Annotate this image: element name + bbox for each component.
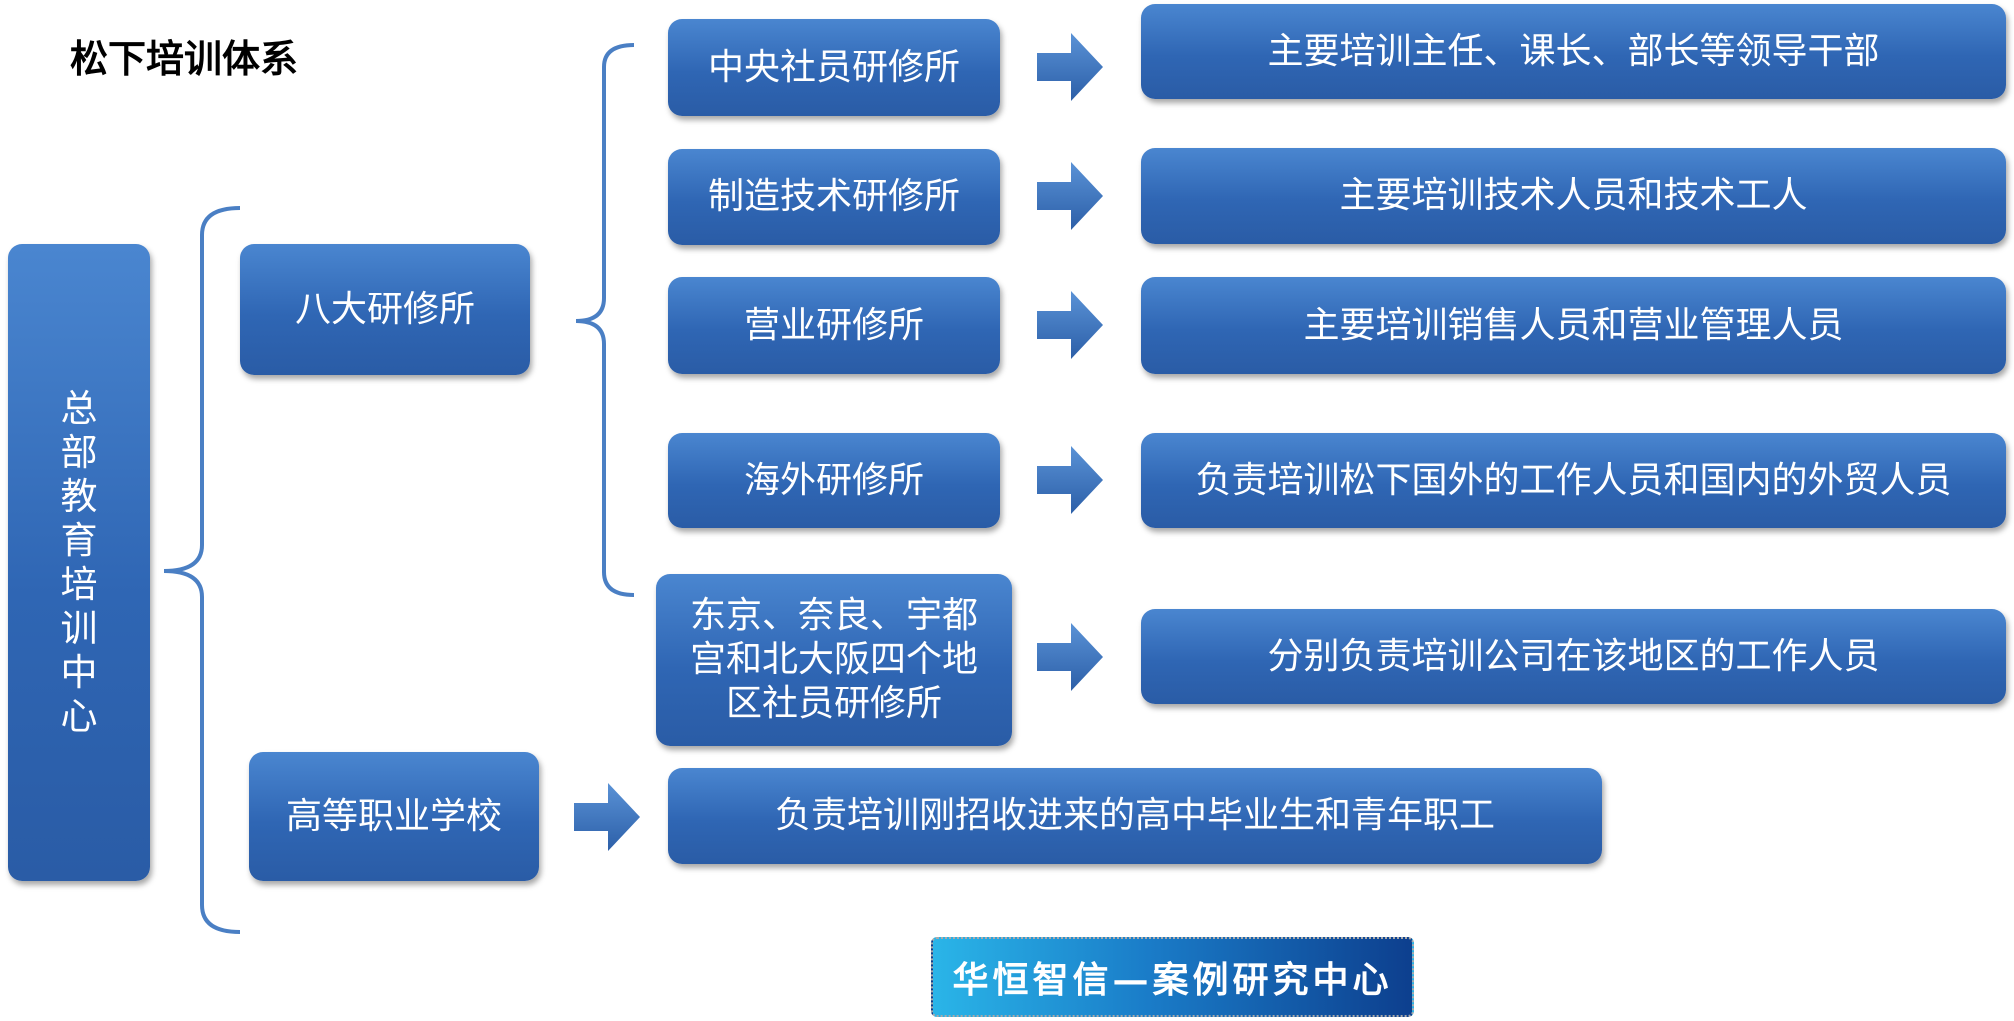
institute-central: 中央社员研修所 bbox=[668, 19, 1000, 116]
desc-overseas: 负责培训松下国外的工作人员和国内的外贸人员 bbox=[1141, 433, 2006, 528]
branch-vocational-school: 高等职业学校 bbox=[249, 752, 539, 881]
desc-vocational-school: 负责培训刚招收进来的高中毕业生和青年职工 bbox=[668, 768, 1602, 864]
branch-eight-institutes: 八大研修所 bbox=[240, 244, 530, 375]
arrow-right-icon bbox=[1037, 162, 1103, 230]
arrow-right-icon bbox=[574, 783, 640, 851]
institute-overseas: 海外研修所 bbox=[668, 433, 1000, 528]
arrow-right-icon bbox=[1037, 291, 1103, 359]
root-char: 培 bbox=[60, 562, 98, 606]
root-node-hq-training-center: 总 部 教 育 培 训 中 心 bbox=[8, 244, 150, 881]
arrow-right-icon bbox=[1037, 446, 1103, 514]
desc-regional: 分别负责培训公司在该地区的工作人员 bbox=[1141, 609, 2006, 704]
root-char: 育 bbox=[60, 518, 98, 562]
institute-regional: 东京、奈良、宇都宫和北大阪四个地区社员研修所 bbox=[656, 574, 1012, 746]
root-char: 心 bbox=[60, 694, 98, 738]
desc-sales: 主要培训销售人员和营业管理人员 bbox=[1141, 277, 2006, 374]
page-title: 松下培训体系 bbox=[70, 37, 299, 81]
root-char: 部 bbox=[60, 430, 98, 474]
footer-logo: 华恒智信—案例研究中心 bbox=[931, 937, 1414, 1017]
root-char: 中 bbox=[60, 650, 98, 694]
bracket-root bbox=[163, 206, 241, 934]
root-char: 总 bbox=[60, 386, 98, 430]
root-char: 教 bbox=[60, 474, 98, 518]
institute-sales: 营业研修所 bbox=[668, 277, 1000, 374]
desc-central: 主要培训主任、课长、部长等领导干部 bbox=[1141, 4, 2006, 99]
institute-manufacturing: 制造技术研修所 bbox=[668, 149, 1000, 245]
root-char: 训 bbox=[60, 606, 98, 650]
desc-manufacturing: 主要培训技术人员和技术工人 bbox=[1141, 148, 2006, 244]
arrow-right-icon bbox=[1037, 623, 1103, 691]
bracket-institutes bbox=[575, 43, 635, 597]
arrow-right-icon bbox=[1037, 33, 1103, 101]
